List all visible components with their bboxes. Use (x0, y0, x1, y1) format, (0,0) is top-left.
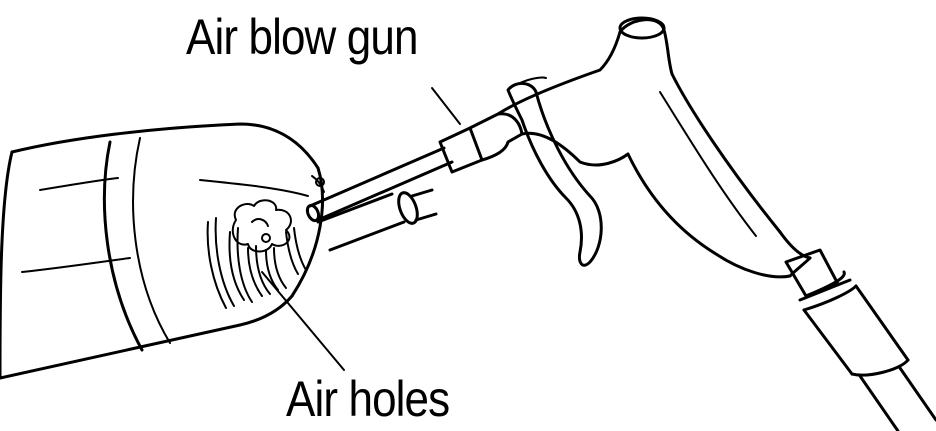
leader-lines (261, 87, 461, 371)
air-holes-label: Air holes (286, 371, 450, 427)
air-blow-gun-label: Air blow gun (186, 9, 418, 65)
tool-housing-icon (0, 122, 325, 380)
tool-cord-icon (316, 188, 438, 252)
holes-leader-line (261, 271, 345, 371)
air-blow-gun-icon (305, 16, 936, 431)
air-holes-vents-icon (206, 199, 307, 309)
gun-leader-line (431, 87, 461, 125)
